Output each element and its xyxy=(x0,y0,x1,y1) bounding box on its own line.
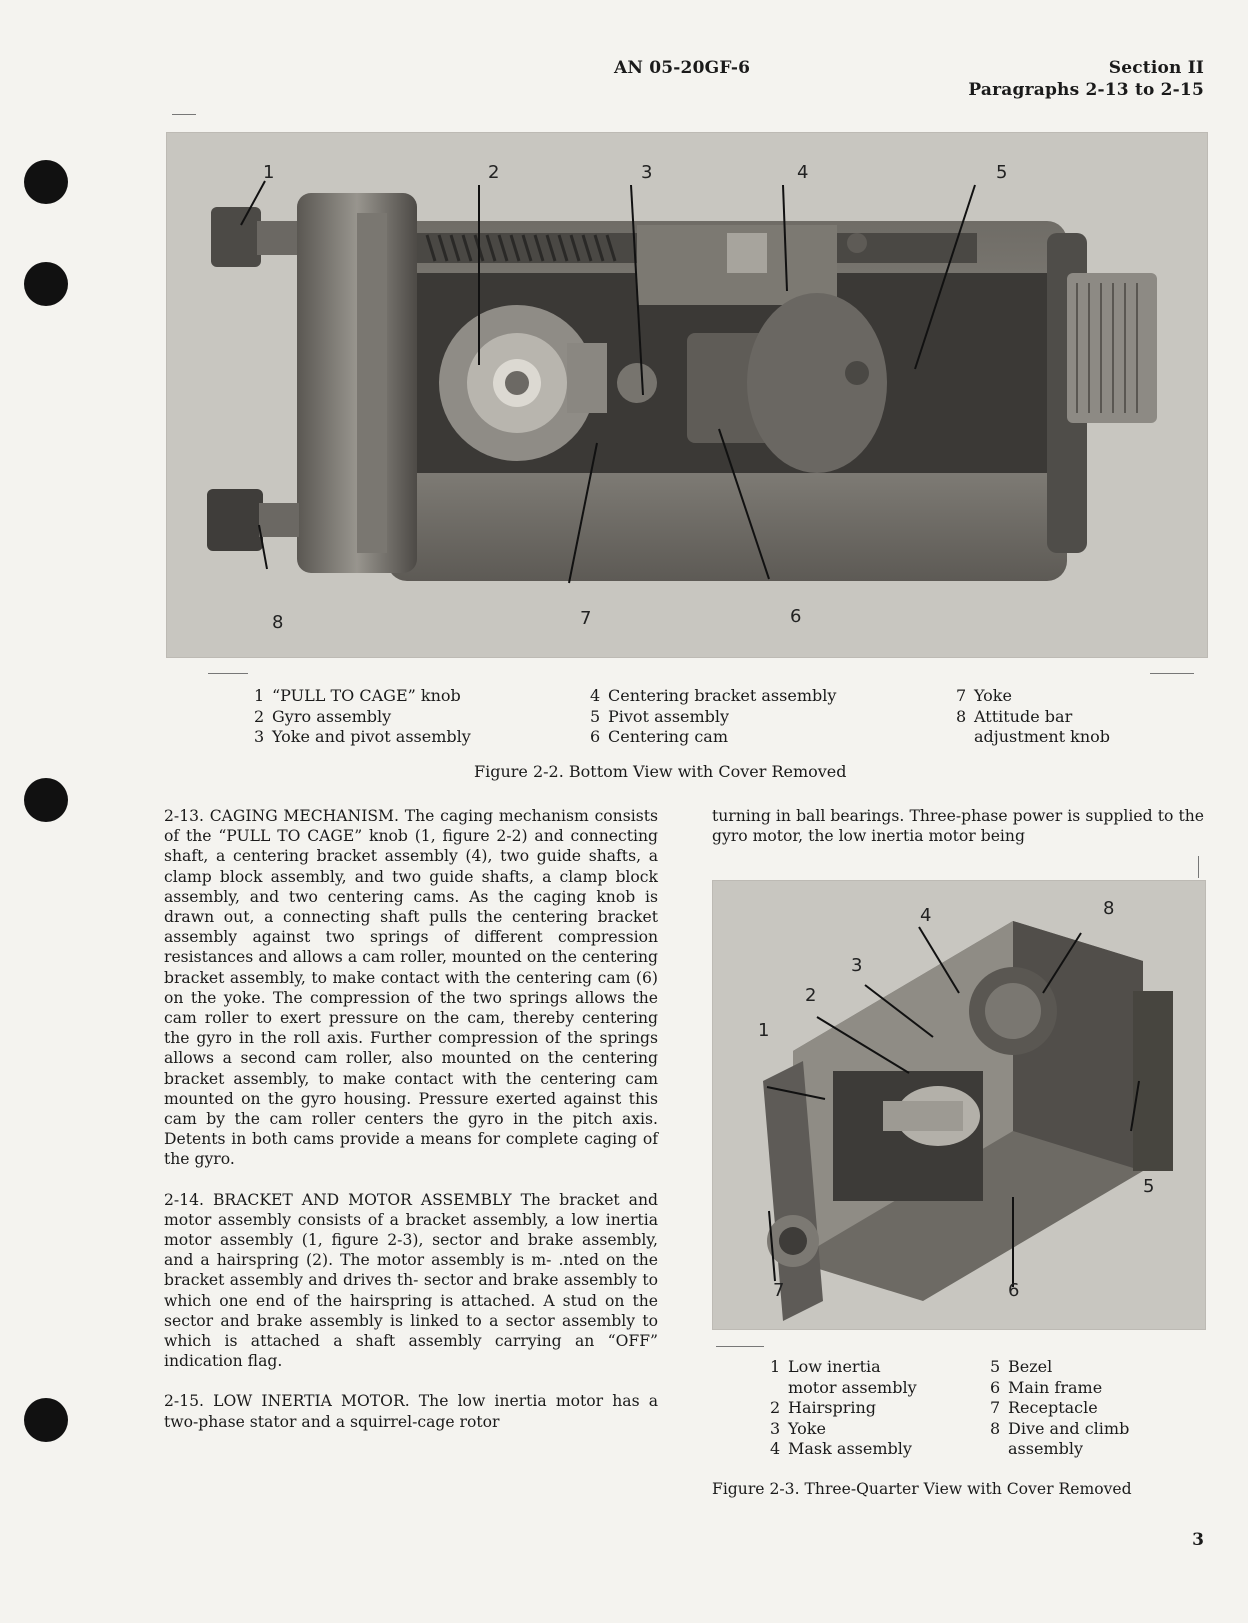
gyro-bottom-view-illustration xyxy=(207,180,1157,584)
callout-number: 2 xyxy=(805,985,817,1006)
doc-number: AN 05-20GF-6 xyxy=(614,58,751,78)
binder-hole xyxy=(24,160,68,204)
left-text-column: 2-13. CAGING MECHANISM. The caging mecha… xyxy=(164,806,658,1452)
binder-hole xyxy=(24,778,68,822)
callout-number: 1 xyxy=(758,1020,770,1041)
paragraph-range: Paragraphs 2-13 to 2-15 xyxy=(968,80,1204,100)
callout-number: 5 xyxy=(996,162,1008,183)
callout-number: 3 xyxy=(641,162,653,183)
callout-number: 2 xyxy=(488,162,500,183)
binder-hole xyxy=(24,262,68,306)
paragraph-2-15: 2-15. LOW INERTIA MOTOR. The low inertia… xyxy=(164,1392,658,1431)
page-number: 3 xyxy=(1192,1530,1204,1550)
paragraph-2-13: 2-13. CAGING MECHANISM. The caging mecha… xyxy=(164,807,658,1169)
figure-2-3-caption: Figure 2-3. Three-Quarter View with Cove… xyxy=(712,1480,1132,1498)
callout-number: 4 xyxy=(920,905,932,926)
right-text-column: turning in ball bearings. Three-phase po… xyxy=(712,806,1204,866)
callout-number: 8 xyxy=(1103,898,1115,919)
paragraph-2-14: 2-14. BRACKET AND MOTOR ASSEMBLY The bra… xyxy=(164,1190,658,1371)
callout-number: 6 xyxy=(790,606,802,627)
callout-number: 1 xyxy=(263,162,275,183)
callout-number: 4 xyxy=(797,162,809,183)
figure-2-2-photo xyxy=(166,132,1208,658)
gyro-three-quarter-view-illustration xyxy=(763,921,1173,1321)
figure-2-3-photo xyxy=(712,880,1206,1330)
figure-2-2-caption: Figure 2-2. Bottom View with Cover Remov… xyxy=(474,762,847,781)
binder-hole xyxy=(24,1398,68,1442)
callout-number: 7 xyxy=(773,1280,785,1301)
section-label: Section II xyxy=(1108,58,1204,78)
callout-number: 5 xyxy=(1143,1176,1155,1197)
callout-number: 6 xyxy=(1008,1280,1020,1301)
callout-number: 8 xyxy=(272,612,284,633)
callout-number: 7 xyxy=(580,608,592,629)
paragraph-2-15-continued: turning in ball bearings. Three-phase po… xyxy=(712,807,1204,846)
callout-number: 3 xyxy=(851,955,863,976)
